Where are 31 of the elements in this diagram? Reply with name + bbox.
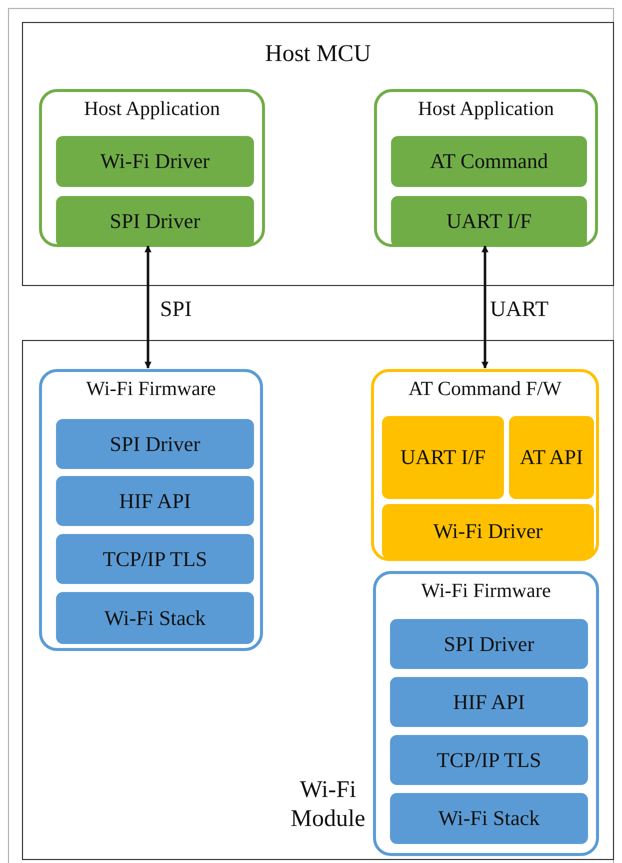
layer-group xyxy=(39,369,263,651)
layer-group xyxy=(373,571,599,856)
group-title: Host Application xyxy=(416,98,556,121)
layer-block: SPI Driver xyxy=(390,619,588,669)
layer-block: AT Command xyxy=(391,136,587,187)
layer-group xyxy=(39,89,265,247)
layer-block: TCP/IP TLS xyxy=(56,534,254,584)
layer-block: UART I/F xyxy=(382,416,504,499)
arrow xyxy=(482,245,488,369)
layer-block: Wi-Fi Driver xyxy=(382,504,594,559)
layer-block: SPI Driver xyxy=(56,419,254,469)
layer-block: Wi-Fi Driver xyxy=(56,136,254,187)
layer-block: Wi-Fi Stack xyxy=(56,592,254,644)
layer-block: HIF API xyxy=(56,476,254,526)
group-title: Wi-Fi Firmware xyxy=(85,378,217,401)
layer-block: Wi-Fi Stack xyxy=(390,793,588,844)
group-title: Wi-Fi Firmware xyxy=(420,580,552,603)
layer-group xyxy=(374,89,598,247)
system-title: Host MCU xyxy=(264,41,372,68)
layer-block: TCP/IP TLS xyxy=(390,735,588,785)
layer-block: SPI Driver xyxy=(56,196,254,247)
layer-block: UART I/F xyxy=(391,196,587,247)
layer-group xyxy=(371,369,599,561)
system-frame xyxy=(22,22,614,286)
system-frame xyxy=(22,340,614,860)
system-title: Wi-Fi Module xyxy=(290,776,366,834)
arrow xyxy=(144,245,152,369)
layer-block: AT API xyxy=(509,416,594,499)
group-title: Host Application xyxy=(82,98,222,121)
layer-block: HIF API xyxy=(390,677,588,727)
group-title: AT Command F/W xyxy=(408,378,562,401)
